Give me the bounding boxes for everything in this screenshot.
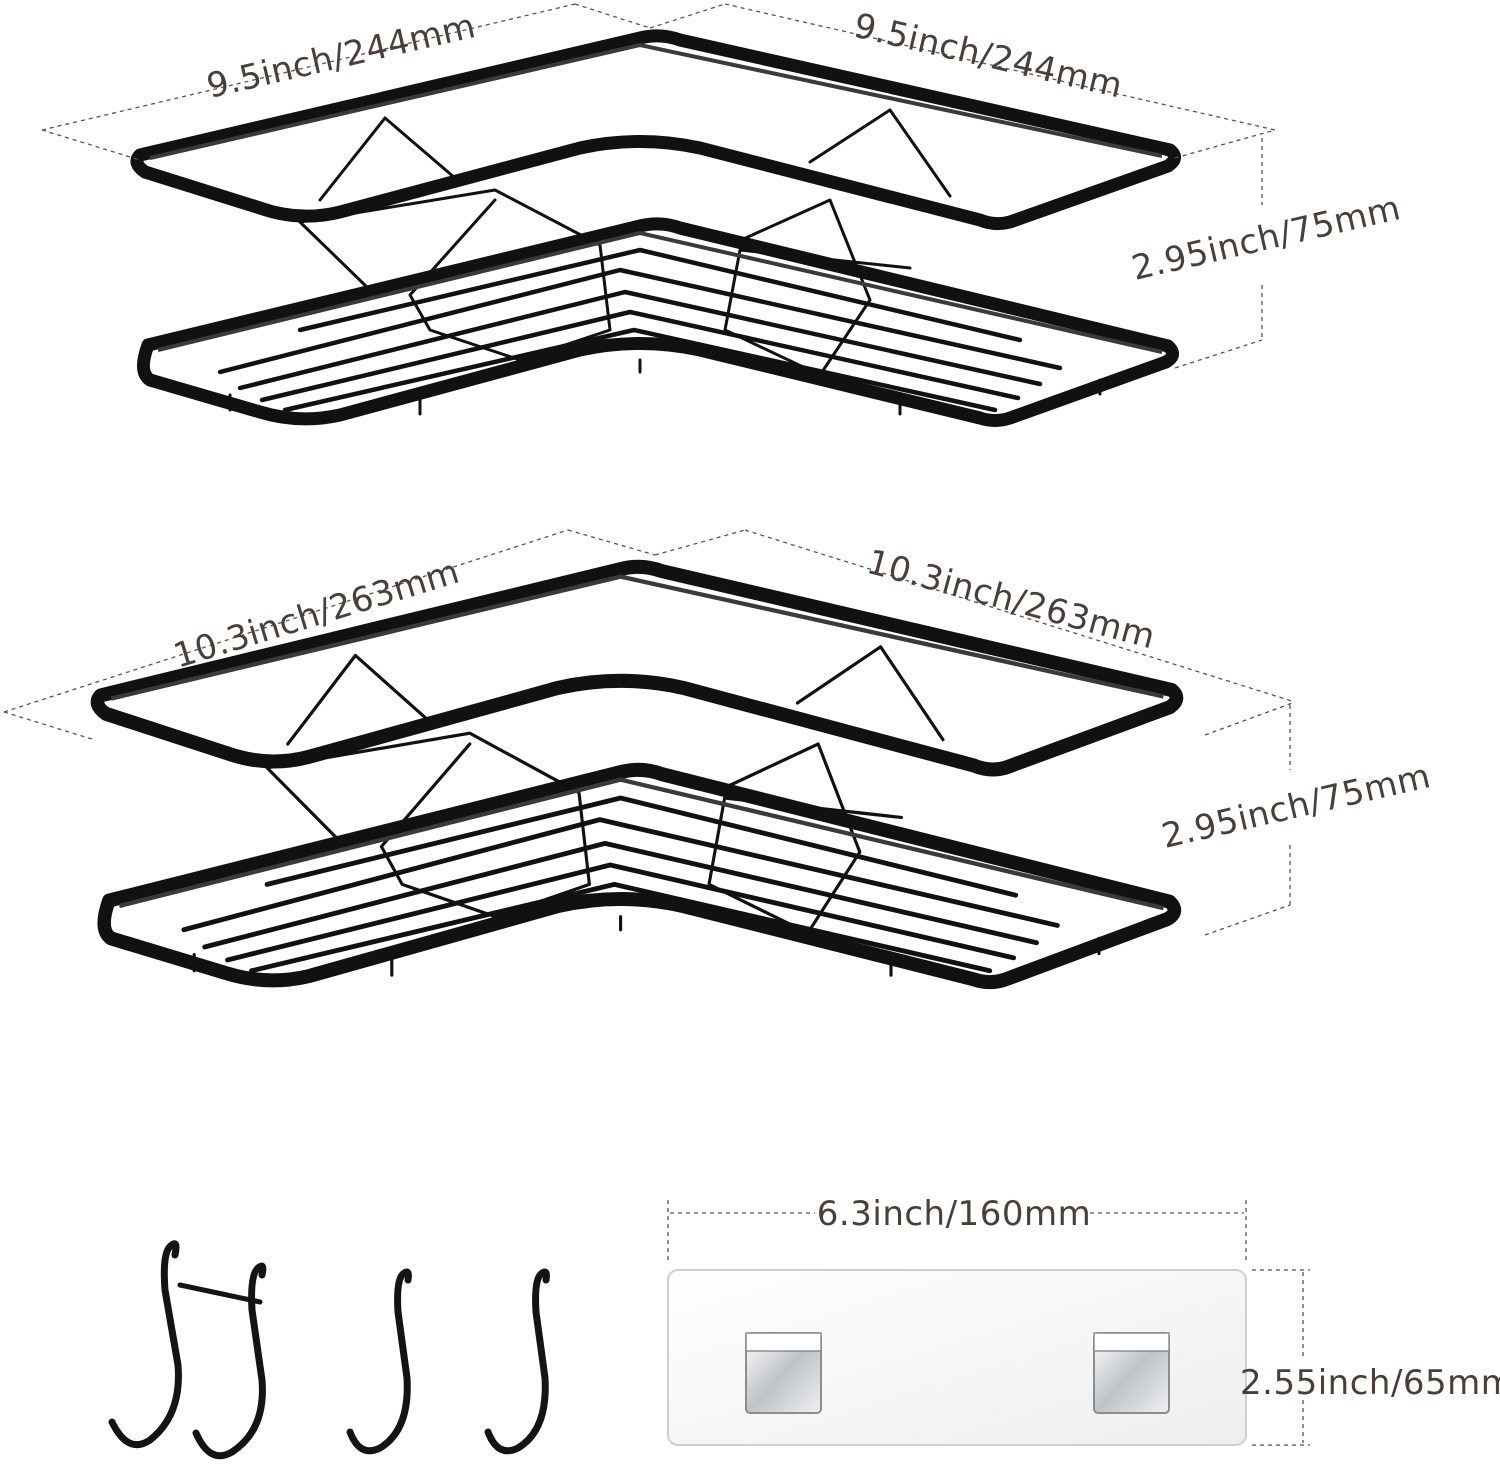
plate-width: 6.3inch/160mm	[817, 1194, 1091, 1234]
double-hook-icon	[108, 1240, 267, 1460]
corner-shelf-small	[137, 36, 1175, 421]
shelf1-height: 2.95inch/75mm	[1128, 188, 1404, 289]
single-hook-icon	[484, 1268, 550, 1455]
plate-height: 2.55inch/65mm	[1240, 1363, 1500, 1403]
adhesive-mounting-plate	[667, 1269, 1247, 1446]
shelf2-height: 2.95inch/75mm	[1158, 756, 1434, 857]
shelf1-dimension-lines	[41, 3, 1276, 369]
single-hook-icon	[346, 1268, 412, 1455]
shelf2-dimension-lines	[3, 529, 1296, 936]
plate-dimension-lines	[667, 1200, 1310, 1446]
